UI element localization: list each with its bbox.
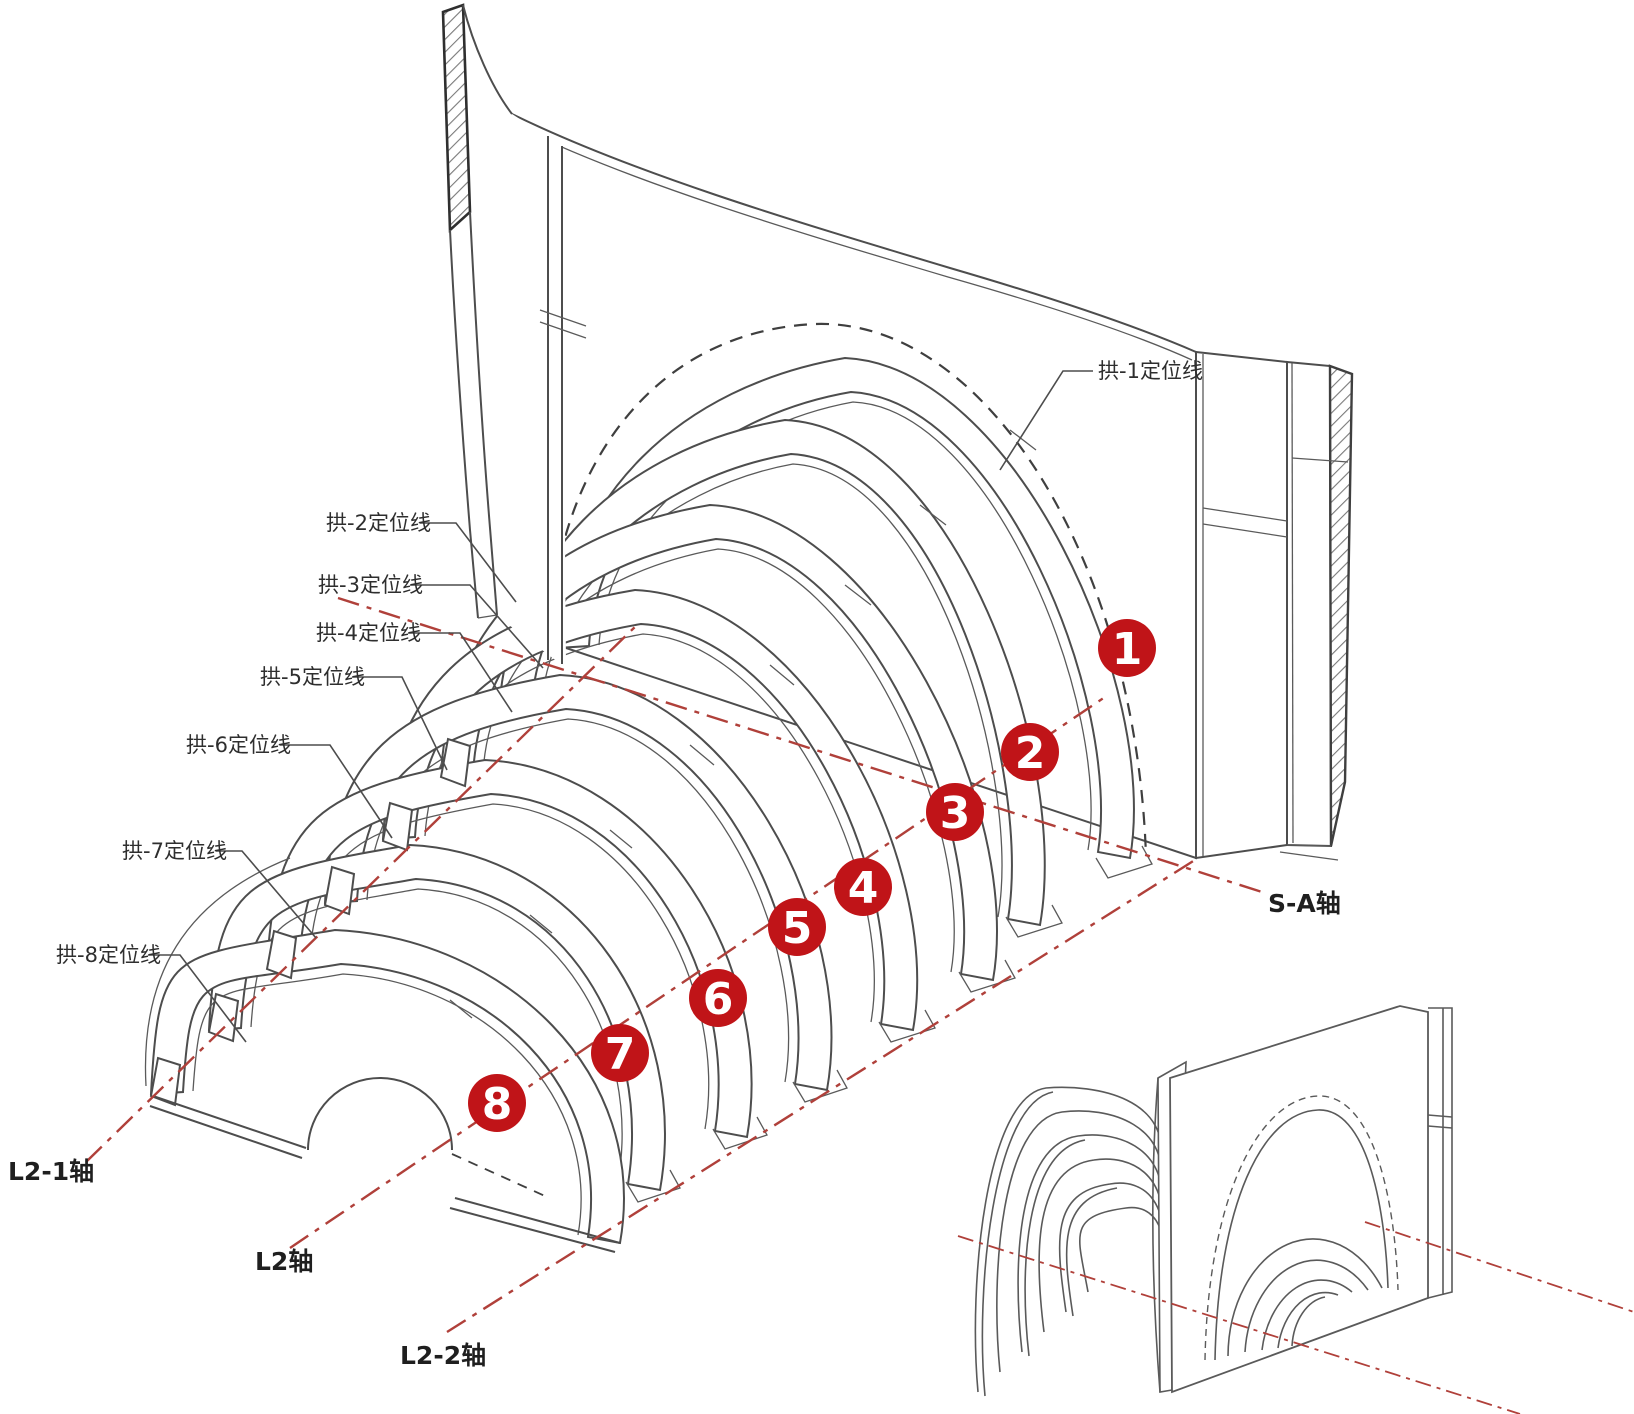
badge-number-6: 6 [703,974,734,1025]
arch-number-badge-2: 2 [1001,723,1059,781]
badge-circle-4 [834,858,892,916]
arch-number-badge-7: 7 [591,1024,649,1082]
inset-overview [957,1005,1634,1414]
arch-number-badges: 1 2 3 4 5 6 7 8 [468,619,1156,1132]
wall-right-strip-edge [1291,362,1294,844]
arch-number-badge-5: 5 [768,898,826,956]
pilaster-rail-top [1202,507,1288,522]
arch-number-badge-8: 8 [468,1074,526,1132]
arch-number-badge-3: 3 [926,783,984,841]
leader-line-7 [216,850,317,939]
arch-number-badge-1: 1 [1098,619,1156,677]
wall-right-pilaster [1195,350,1288,860]
badge-number-5: 5 [782,903,813,954]
base-edge [149,1077,621,1253]
leader-line-5 [352,676,448,771]
leader-line-2 [420,522,517,603]
wall-hatched-edge [1328,364,1354,847]
inset-right-columns [1427,1007,1453,1299]
outer-shell-edge [144,857,291,1087]
inset-left-fan [974,1086,1166,1397]
side-wall [510,112,1354,861]
badge-number-8: 8 [482,1079,513,1130]
arch-1-positioning-dashed-line [546,322,1148,857]
arch-label-8: 拱-8定位线 [56,943,161,967]
badge-circle-6 [689,969,747,1027]
axis-label-l2-1: L2-1轴 [8,1157,94,1186]
arch-label-2: 拱-2定位线 [326,511,431,535]
wall-right-strip [1286,360,1333,848]
pylon-right-edge [462,4,513,115]
badge-circle-7 [591,1024,649,1082]
axis-label-l2-2: L2-2轴 [400,1341,486,1370]
strip-tick [1291,457,1349,463]
axis-labels: L2-1轴 L2轴 L2-2轴 S-A轴 [8,889,1341,1370]
arch-number-badge-4: 4 [834,858,892,916]
inset-wall-face [1169,1005,1429,1394]
wall-parapet-line [515,125,1193,361]
arch-rib-2 [497,418,1063,938]
axis-line-l2-2 [446,856,1199,1334]
arch-label-1: 拱-1定位线 [1098,359,1203,383]
badge-number-4: 4 [848,863,879,914]
arch-label-6: 拱-6定位线 [186,733,291,757]
badge-circle-5 [768,898,826,956]
arch-label-5: 拱-5定位线 [260,665,365,689]
axis-label-l2: L2轴 [255,1247,313,1276]
badge-circle-8 [468,1074,526,1132]
arch-labels: 拱-1定位线 拱-2定位线 拱-3定位线 拱-4定位线 拱-5定位线 拱-6定位… [56,359,1203,1043]
badge-number-3: 3 [940,788,971,839]
arch-label-4: 拱-4定位线 [316,621,421,645]
badge-number-7: 7 [605,1029,636,1080]
badge-circle-3 [926,783,984,841]
leader-line-6 [280,744,393,839]
badge-circle-1 [1098,619,1156,677]
arch-number-badge-6: 6 [689,969,747,1027]
left-pilaster-rail [539,309,587,339]
arch-label-3: 拱-3定位线 [318,573,423,597]
pylon-inner-lower-edge [469,211,498,616]
pylon [441,3,587,668]
axis-line-s-a [337,596,1263,894]
arch-rib-5 [323,673,848,1103]
pilaster-foot [1279,844,1339,861]
badge-number-1: 1 [1112,624,1143,675]
leader-line-8 [148,954,247,1043]
semicircle-cutout [307,1077,453,1151]
pylon-left-lower-edge [449,229,479,619]
inset-arch-opening [1204,1095,1399,1361]
leader-line-4 [408,632,513,713]
inset-axis-line-front [957,1235,1521,1414]
left-pilaster-lines [547,136,563,664]
arch-ribs [144,356,1153,1253]
pilaster-rail-bottom [1202,523,1288,538]
badge-number-2: 2 [1015,728,1046,779]
arch-label-7: 拱-7定位线 [122,839,227,863]
leader-line-3 [410,584,544,669]
axis-label-s-a: S-A轴 [1268,889,1341,918]
pylon-mask [443,5,566,668]
leader-line-1 [999,370,1093,471]
wall-face [510,112,1197,860]
badge-circle-2 [1001,723,1059,781]
inset-axis-line-right [1364,1221,1634,1313]
